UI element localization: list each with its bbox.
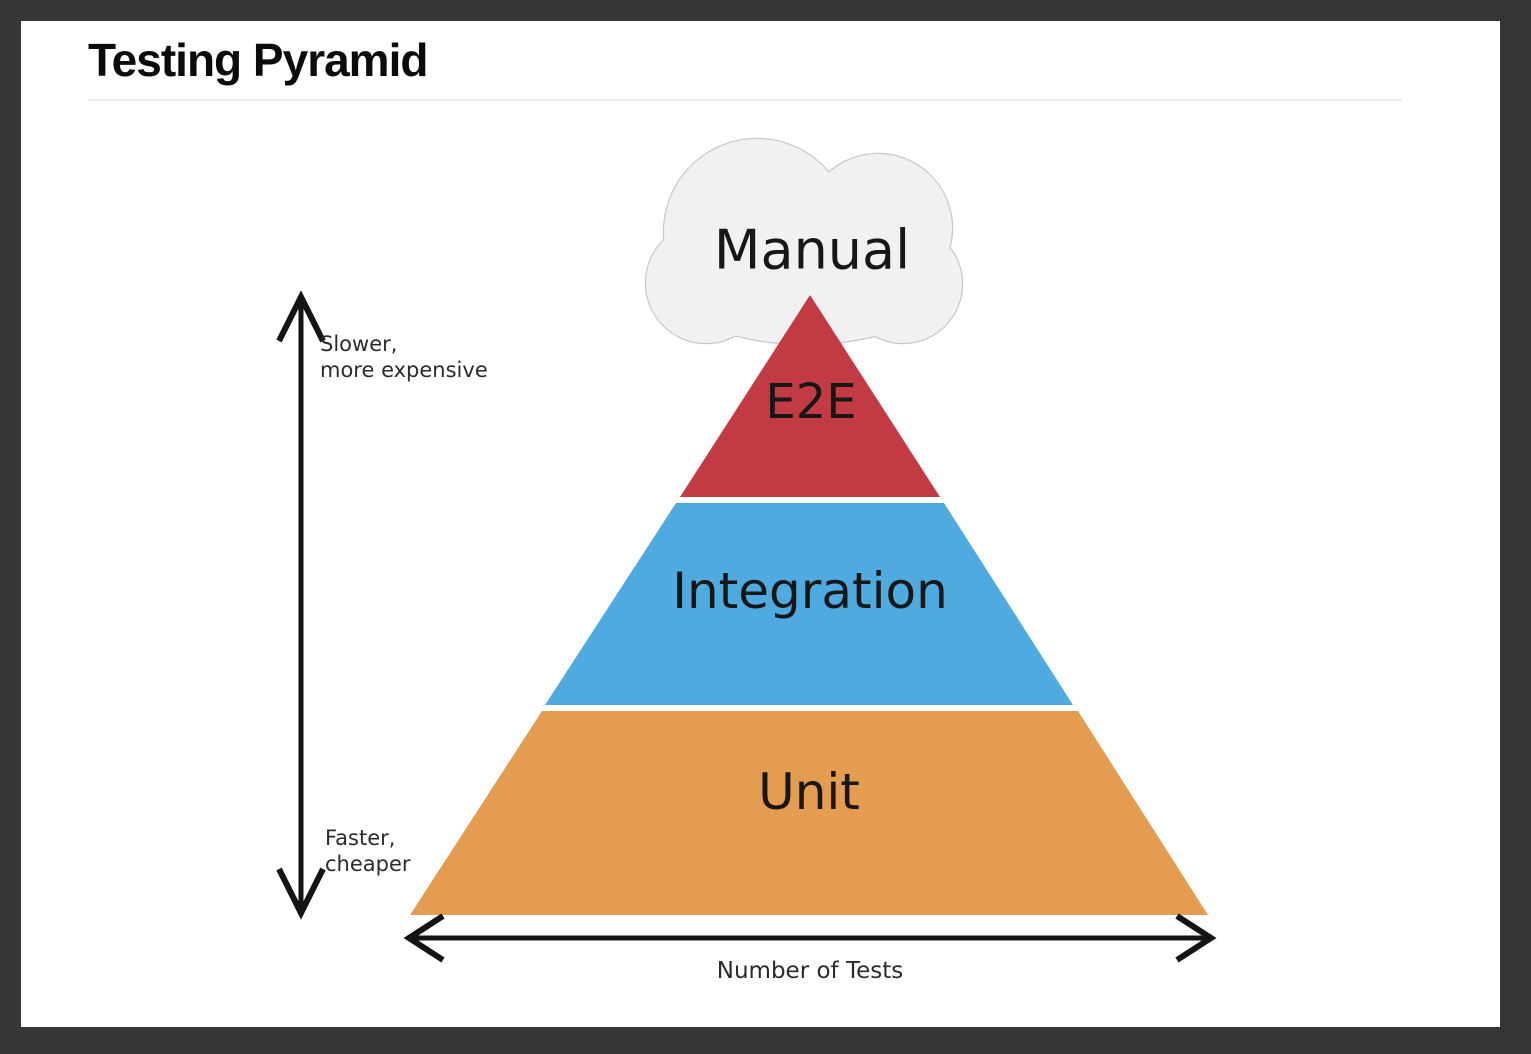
arrow-right-head-icon xyxy=(1175,913,1217,963)
vertical-axis-bottom-label: Faster, cheaper xyxy=(325,826,411,876)
page-title: Testing Pyramid xyxy=(88,34,428,86)
cloud-shape-fill xyxy=(646,139,962,344)
vertical-axis-arrow xyxy=(276,290,326,920)
layer-label-e2e: E2E xyxy=(765,374,857,430)
pyramid-layer-unit xyxy=(410,711,1208,915)
arrow-left-head-icon xyxy=(403,913,445,963)
arrow-up-head-icon xyxy=(276,290,326,343)
vertical-axis-top-label: Slower, more expensive xyxy=(320,332,488,382)
title-divider xyxy=(88,99,1402,101)
layer-label-integration: Integration xyxy=(672,562,948,620)
cloud-manual-label: Manual xyxy=(713,218,911,282)
horizontal-axis-arrow xyxy=(403,913,1217,963)
pyramid-layer-integration xyxy=(545,503,1073,705)
horizontal-axis-label: Number of Tests xyxy=(716,958,904,984)
arrow-down-head-icon xyxy=(276,867,326,920)
pyramid-layer-e2e xyxy=(680,295,940,497)
layer-label-unit: Unit xyxy=(758,763,860,821)
